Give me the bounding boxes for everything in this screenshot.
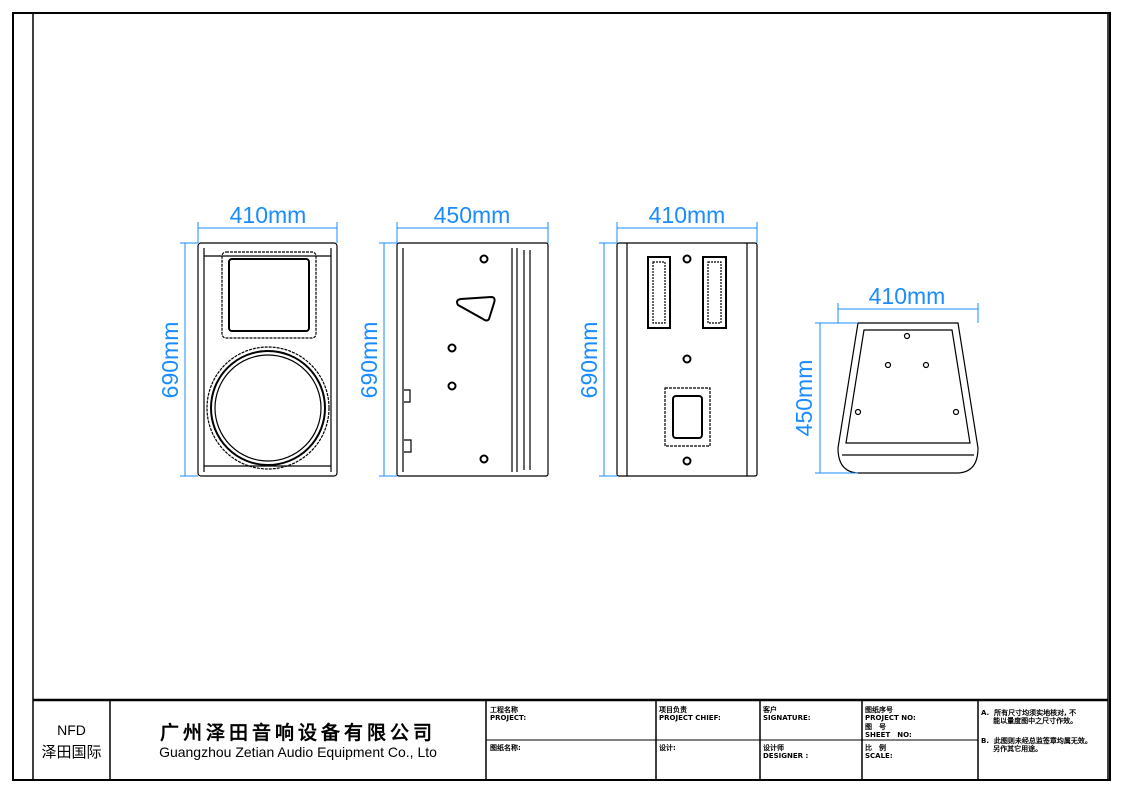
rear-width-label: 410mm xyxy=(649,202,726,228)
scale-label: 比 例 SCALE: xyxy=(865,744,893,760)
top-view xyxy=(837,322,979,474)
front-view xyxy=(197,242,338,477)
logo-text-cn: 泽田国际 xyxy=(41,743,102,761)
title-block-grid xyxy=(33,698,1108,780)
rear-view xyxy=(616,242,758,477)
drawing-name-label: 图纸名称: xyxy=(490,744,521,752)
note-a: A. 所有尺寸均须实地核对, 不 能以量度图中之尺寸作效。 xyxy=(981,709,1078,725)
front-width-label: 410mm xyxy=(230,202,307,228)
top-width-label: 410mm xyxy=(869,283,946,309)
side-view xyxy=(396,242,549,477)
dimension-lines xyxy=(180,222,979,477)
note-b: B. 此图则未经总监签章均属无效。 另作其它用途。 xyxy=(981,737,1092,753)
sheet-no-label: 图 号 SHEET NO: xyxy=(865,723,912,739)
side-height-label: 690mm xyxy=(356,322,382,399)
designer-label: 设计师 DESIGNER : xyxy=(763,744,809,760)
side-width-label: 450mm xyxy=(434,202,511,228)
front-height-label: 690mm xyxy=(157,322,183,399)
rear-height-label: 690mm xyxy=(576,322,602,399)
company-name-en: Guangzhou Zetian Audio Equipment Co., Lt… xyxy=(159,744,437,760)
project-label: 工程名称 PROJECT: xyxy=(490,706,527,722)
logo-text-nfd: NFD xyxy=(57,722,86,738)
inner-frame xyxy=(32,12,1109,781)
company-name-cn: 广州泽田音响设备有限公司 xyxy=(159,722,436,744)
top-depth-label: 450mm xyxy=(791,360,817,437)
project-no-label: 图纸序号 PROJECT NO: xyxy=(865,706,916,722)
design-label: 设计: xyxy=(659,744,676,752)
signature-label: 客户 SIGNATURE: xyxy=(763,706,811,722)
project-chief-label: 项目负责 PROJECT CHIEF: xyxy=(659,706,721,722)
